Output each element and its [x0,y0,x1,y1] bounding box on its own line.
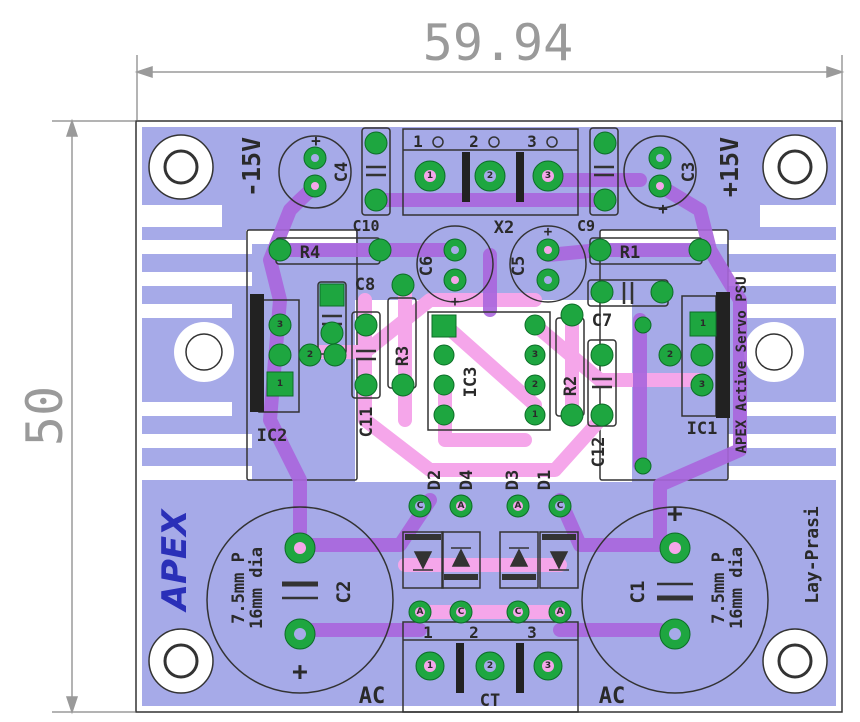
label-c2: C2 [333,581,355,604]
terminal-block-top [402,128,579,216]
label-title-vertical: APEX Active Servo PSU [734,276,750,453]
ic2-pad-3: 3 [277,320,283,330]
ac-pad-2: 2 [487,661,493,671]
label-r1: R1 [620,243,640,263]
c1-note-line2: 16mm dia [727,547,747,629]
d2-anode-pad: A [417,607,424,617]
label-c4: C4 [332,162,352,182]
label-pos15v: +15V [715,137,744,197]
x2-terminal-2: 2 [469,132,479,151]
label-c9: C9 [577,217,595,235]
mounting-hole-br [762,628,828,694]
ac-terminal-1: 1 [423,623,433,642]
cap-outlines [206,135,769,694]
c6-plus: + [451,294,459,310]
x2-terminal-1: 1 [413,132,423,151]
label-ac-right: AC [599,684,626,709]
ac-terminal-3: 3 [527,623,537,642]
mounting-hole-tr [762,134,828,200]
ic3-pin-num: 3 [532,350,538,360]
label-author: Lay-Prasi [802,506,823,604]
regulator-tabs [250,292,730,418]
c5-plus: + [544,224,552,240]
ic1-pad-2: 2 [667,350,673,360]
label-ct: CT [480,691,500,711]
mounting-hole-bl [148,628,214,694]
label-ac-left: AC [359,684,386,709]
width-dimension: 59.94 [423,14,574,72]
label-d4: D4 [457,470,477,490]
label-c3: C3 [679,162,699,182]
c2-note-line2: 16mm dia [247,547,267,629]
label-neg15v: -15V [237,137,266,197]
ic3-pin-num: 1 [532,410,538,420]
ic1-pad-3: 3 [699,380,705,390]
d4-cathode-pad: C [458,607,465,617]
label-r4: R4 [300,243,320,263]
label-ic1: IC1 [687,419,718,439]
label-c5: C5 [509,256,529,276]
label-brand: APEX [155,508,195,613]
dimension-lines [52,55,845,715]
x2-pad-3: 3 [545,171,551,181]
label-r2: R2 [561,376,581,396]
x2-pad-2: 2 [487,171,493,181]
label-c1: C1 [627,581,649,604]
d3-anode-pad: A [515,501,522,511]
copper-pour [142,127,836,706]
diode-bodies [402,531,579,589]
ic3-pin-num: 2 [532,380,538,390]
ac-pad-3: 3 [545,661,551,671]
label-c8: C8 [355,275,375,295]
label-ic2: IC2 [257,426,288,446]
c1-plus: + [667,499,683,529]
label-c6: C6 [417,256,437,276]
label-r3: R3 [393,346,413,366]
height-dimension: 50 [16,386,74,446]
label-c10: C10 [352,217,379,235]
x2-terminal-3: 3 [527,132,537,151]
ic2-pad-1: 1 [277,379,283,389]
terminal-block-bottom [402,621,579,713]
mounting-holes [148,134,828,694]
label-d3: D3 [503,470,523,490]
ic1-pad-1: 1 [700,319,706,329]
d4-anode-pad: A [458,501,465,511]
d2-cathode-pad: C [417,501,424,511]
label-c11: C11 [357,407,377,438]
label-ic3: IC3 [461,367,481,398]
x2-pad-1: 1 [427,171,433,181]
mounting-hole-tl [148,134,214,200]
ac-pad-1: 1 [427,661,433,671]
c4-plus: + [311,131,321,150]
label-d1: D1 [535,470,555,490]
c2-note-line1: 7.5mm P [229,552,249,624]
d3-cathode-pad: C [515,607,522,617]
label-c7: C7 [592,311,612,331]
d1-cathode-pad: C [557,501,564,511]
cap-plates [282,165,693,601]
c1-note-line1: 7.5mm P [709,552,729,624]
label-x2: X2 [494,218,514,238]
ac-terminal-2: 2 [469,623,479,642]
pads [266,131,717,681]
diode-symbols [405,534,576,580]
c3-plus: + [658,199,668,218]
label-d2: D2 [425,470,445,490]
d1-anode-pad: A [557,607,564,617]
label-c12: C12 [589,437,609,468]
c2-plus: + [292,657,308,687]
ic2-pad-2: 2 [307,350,313,360]
